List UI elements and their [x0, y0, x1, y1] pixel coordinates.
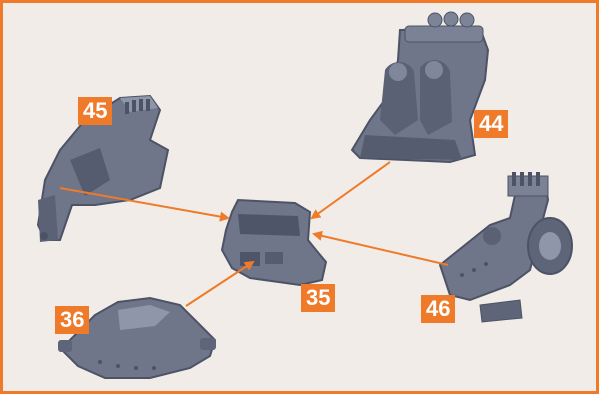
part-label-44: 44 — [474, 110, 508, 138]
part-46-engine-wheel-icon — [440, 172, 572, 322]
part-label-45: 45 — [78, 97, 112, 125]
arrow-44-to-35 — [312, 162, 390, 218]
part-44-cockpit-crew-icon — [352, 12, 488, 162]
arrow-36-to-35 — [186, 262, 253, 306]
part-label-35: 35 — [301, 284, 335, 312]
arrow-46-to-35 — [314, 234, 448, 265]
part-label-36: 36 — [55, 306, 89, 334]
part-label-46: 46 — [421, 295, 455, 323]
